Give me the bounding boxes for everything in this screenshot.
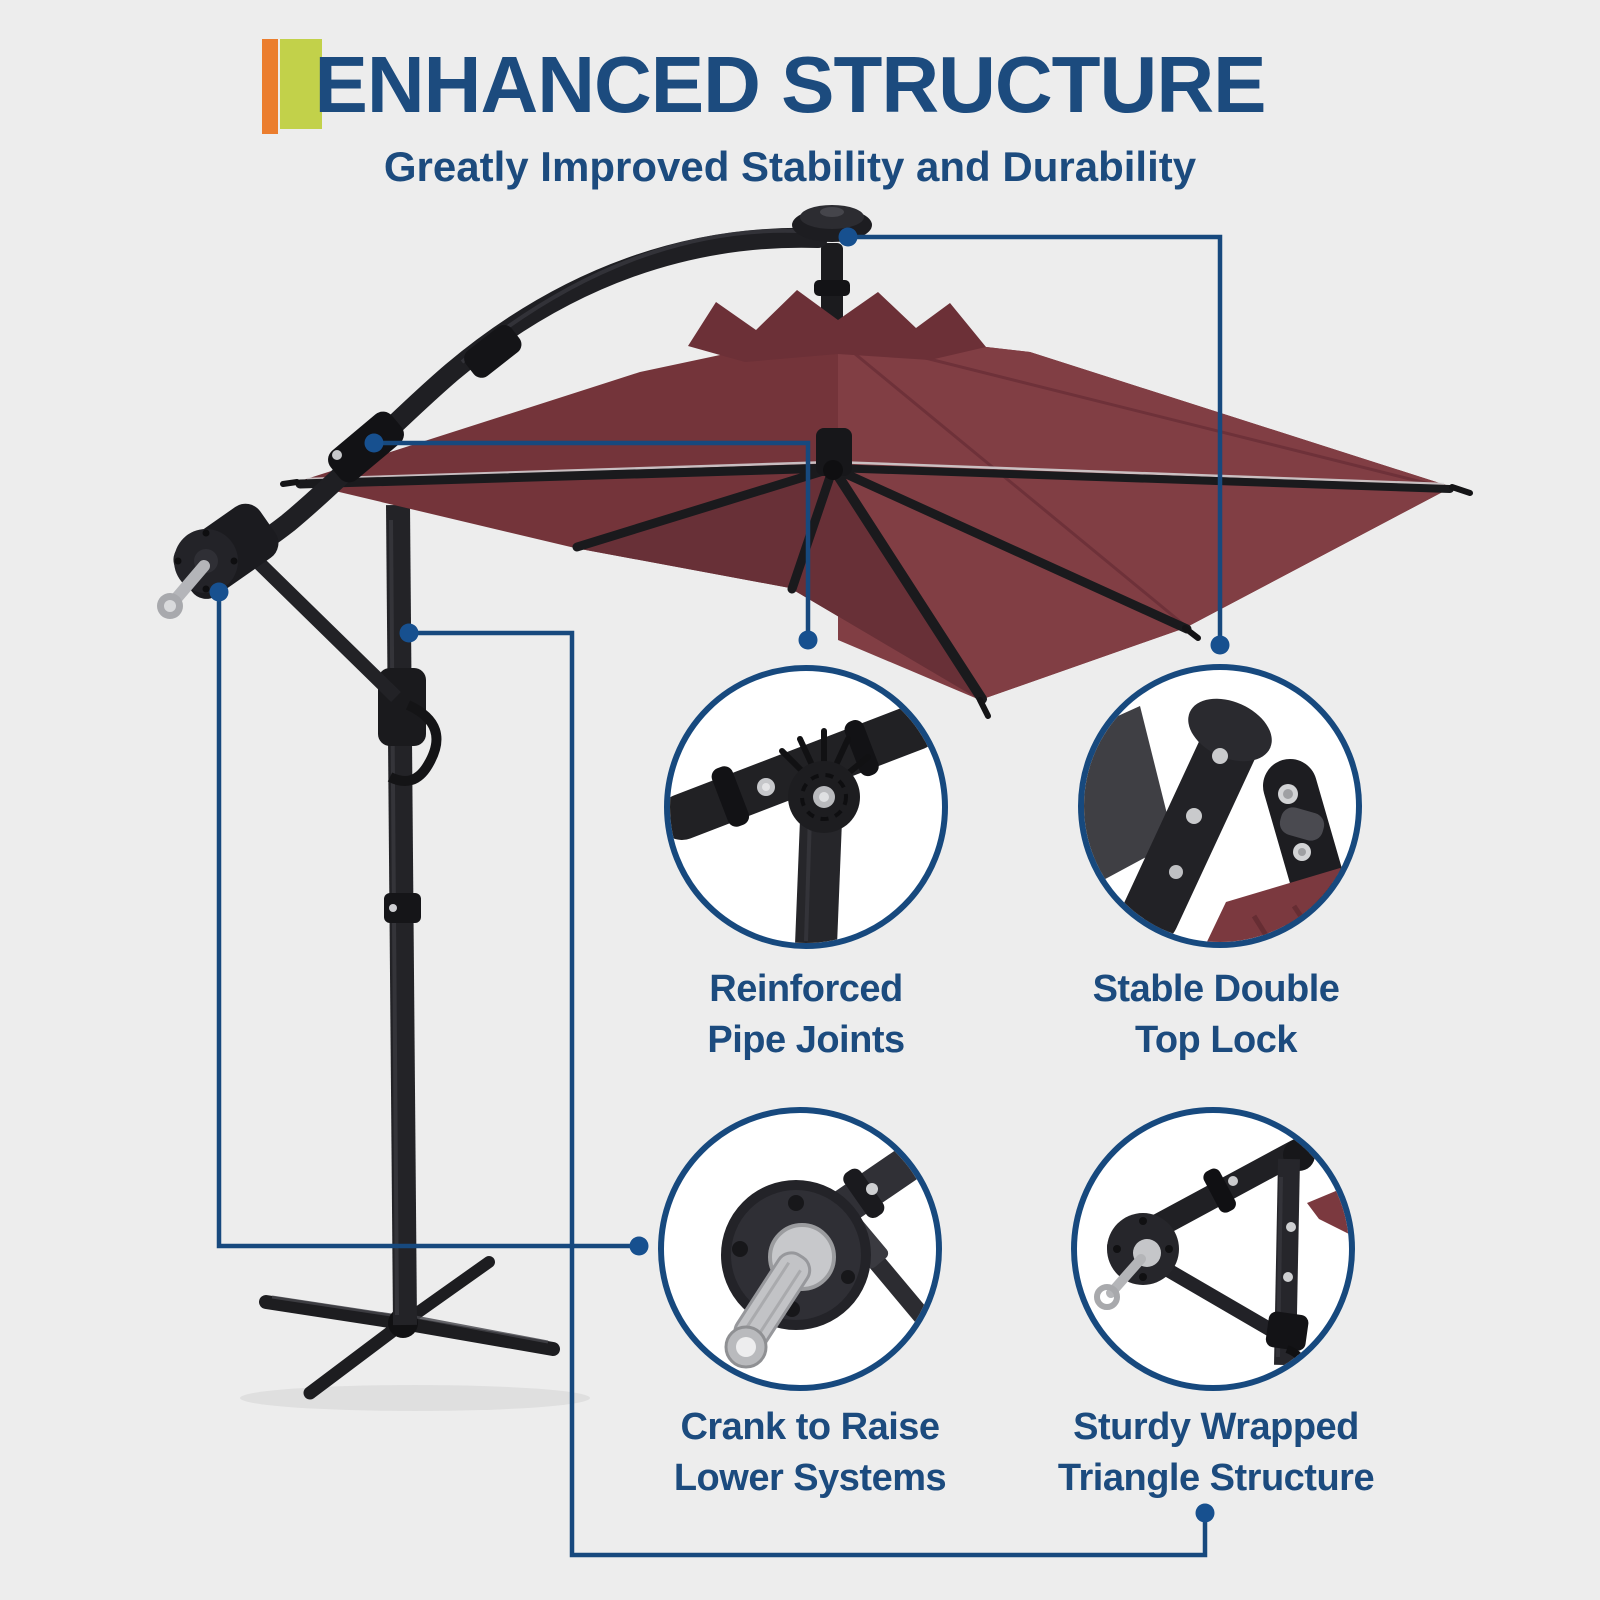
callout-label-triangle: Sturdy Wrapped Triangle Structure bbox=[1006, 1402, 1426, 1504]
callout-circle-triangle bbox=[1071, 1107, 1355, 1391]
accent-bar-green bbox=[280, 39, 322, 129]
accent-bar-orange bbox=[262, 39, 278, 134]
connector-dots bbox=[209, 227, 1230, 1523]
page-subtitle: Greatly Improved Stability and Durabilit… bbox=[383, 143, 1197, 190]
label-line: Stable Double bbox=[1092, 968, 1340, 1010]
page-title: ENHANCED STRUCTURE bbox=[314, 40, 1267, 129]
triangle-structure-detail-photo bbox=[1094, 1139, 1349, 1385]
crank-detail-photo bbox=[721, 1129, 936, 1369]
label-line: Crank to Raise bbox=[680, 1406, 940, 1448]
callout-circle-top-lock bbox=[1078, 664, 1362, 948]
label-line: Sturdy Wrapped bbox=[1073, 1406, 1359, 1448]
callout-circle-crank bbox=[658, 1107, 942, 1391]
label-line: Pipe Joints bbox=[707, 1019, 905, 1061]
callout-connector-lines bbox=[209, 227, 1230, 1558]
top-lock-detail-photo bbox=[1084, 698, 1356, 942]
callout-label-top-lock: Stable Double Top Lock bbox=[1006, 964, 1426, 1066]
callout-label-crank: Crank to Raise Lower Systems bbox=[600, 1402, 1020, 1504]
pipe-joint-detail-photo bbox=[670, 704, 939, 943]
callout-circle-pipe-joints bbox=[664, 665, 948, 949]
label-line: Reinforced bbox=[709, 968, 903, 1010]
umbrella-graphic bbox=[157, 205, 1473, 1411]
label-line: Lower Systems bbox=[673, 1457, 947, 1499]
callout-label-pipe-joints: Reinforced Pipe Joints bbox=[596, 964, 1016, 1066]
label-line: Triangle Structure bbox=[1057, 1457, 1375, 1499]
label-line: Top Lock bbox=[1134, 1019, 1298, 1061]
